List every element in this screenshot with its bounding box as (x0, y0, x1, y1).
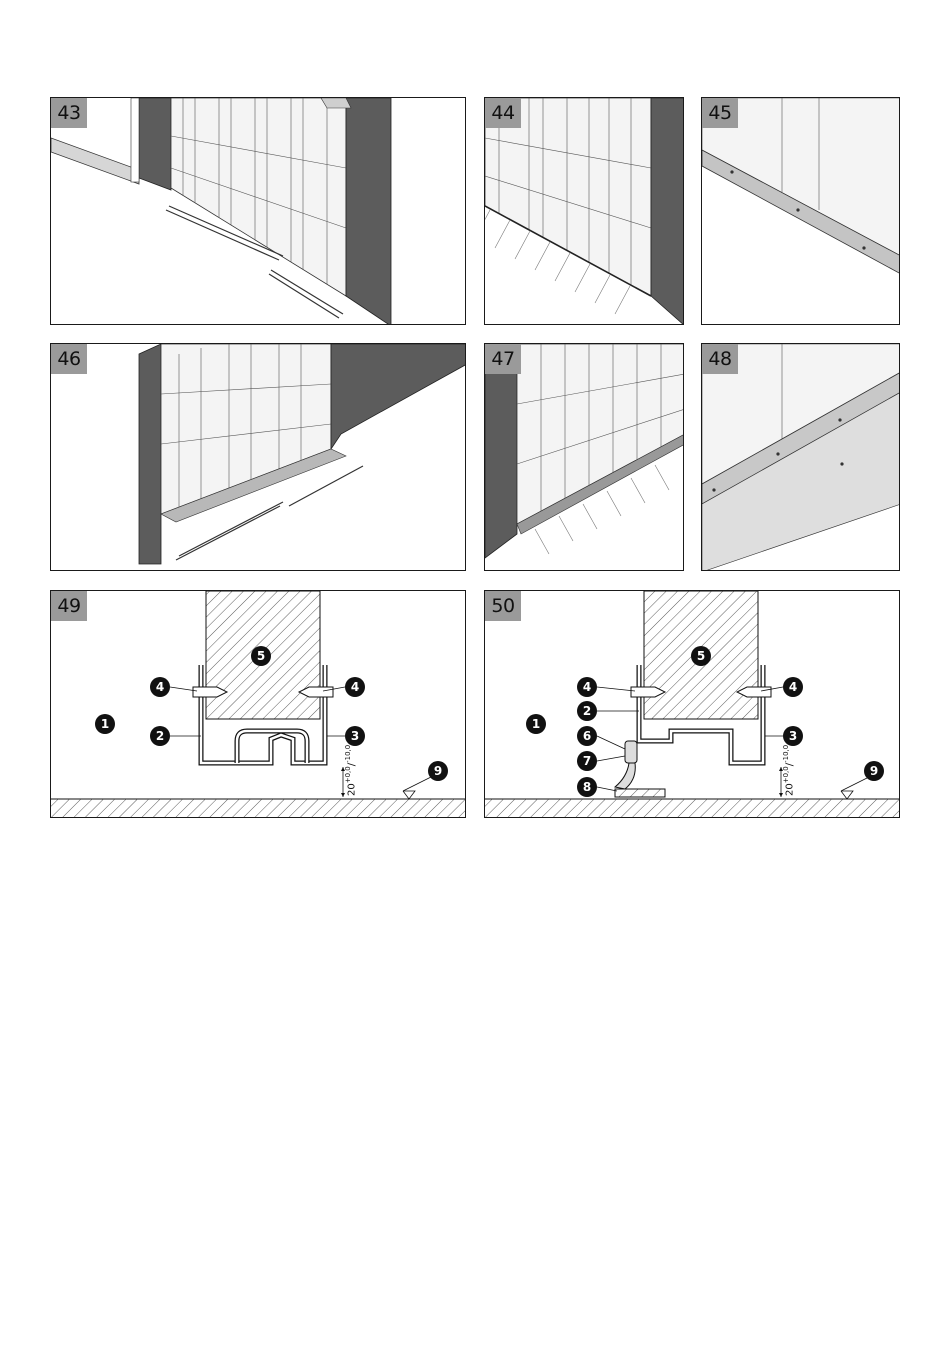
figure-46-drawing (51, 344, 466, 571)
tolerance-lower: -10,0 (782, 745, 790, 763)
dimension-value: 20 (346, 783, 357, 796)
floor-rail (51, 138, 139, 184)
figure-50-drawing (485, 591, 900, 818)
callout-4-right: 4 (783, 677, 803, 697)
figure-43: 43 (50, 97, 466, 325)
figure-46: 46 (50, 343, 466, 571)
panel-wall (171, 98, 346, 296)
figure-48: 48 (701, 343, 900, 571)
tolerance-lower: -10,0 (344, 745, 352, 763)
callout-2: 2 (577, 701, 597, 721)
figure-49: 49 (50, 590, 466, 818)
callout-4-left: 4 (577, 677, 597, 697)
figure-number: 49 (51, 591, 87, 621)
figure-47-drawing (485, 344, 684, 571)
figure-47: 47 (484, 343, 684, 571)
dimension-label: 20+0,0/-10,0 (782, 745, 795, 796)
figure-number: 47 (485, 344, 521, 374)
figure-44-drawing (485, 98, 684, 325)
callout-3: 3 (345, 726, 365, 746)
callout-7: 7 (577, 751, 597, 771)
figure-number: 44 (485, 98, 521, 128)
tolerance-upper: +0,0 (344, 766, 352, 783)
figure-number: 43 (51, 98, 87, 128)
figure-48-drawing (702, 344, 900, 571)
callout-3: 3 (783, 726, 803, 746)
figure-number: 50 (485, 591, 521, 621)
dimension-value: 20 (784, 783, 795, 796)
figure-49-drawing (51, 591, 466, 818)
callout-2: 2 (150, 726, 170, 746)
right-wall (346, 98, 391, 325)
floor-track (615, 789, 665, 797)
figure-number: 46 (51, 344, 87, 374)
figure-number: 45 (702, 98, 738, 128)
figure-44: 44 (484, 97, 684, 325)
callout-8: 8 (577, 777, 597, 797)
tolerance-upper: +0,0 (782, 766, 790, 783)
figure-43-drawing (51, 98, 466, 325)
callout-6: 6 (577, 726, 597, 746)
figure-45: 45 (701, 97, 900, 325)
callout-1: 1 (526, 714, 546, 734)
callout-1: 1 (95, 714, 115, 734)
callout-5: 5 (691, 646, 711, 666)
dimension-label: 20+0,0/-10,0 (344, 745, 357, 796)
seal-adapter (615, 741, 637, 789)
figure-45-drawing (702, 98, 900, 325)
callout-9: 9 (428, 761, 448, 781)
left-wall (139, 98, 171, 190)
figure-number: 48 (702, 344, 738, 374)
figure-50: 50 (484, 590, 900, 818)
callout-4-right: 4 (345, 677, 365, 697)
callout-5: 5 (251, 646, 271, 666)
callout-9: 9 (864, 761, 884, 781)
callout-4-left: 4 (150, 677, 170, 697)
